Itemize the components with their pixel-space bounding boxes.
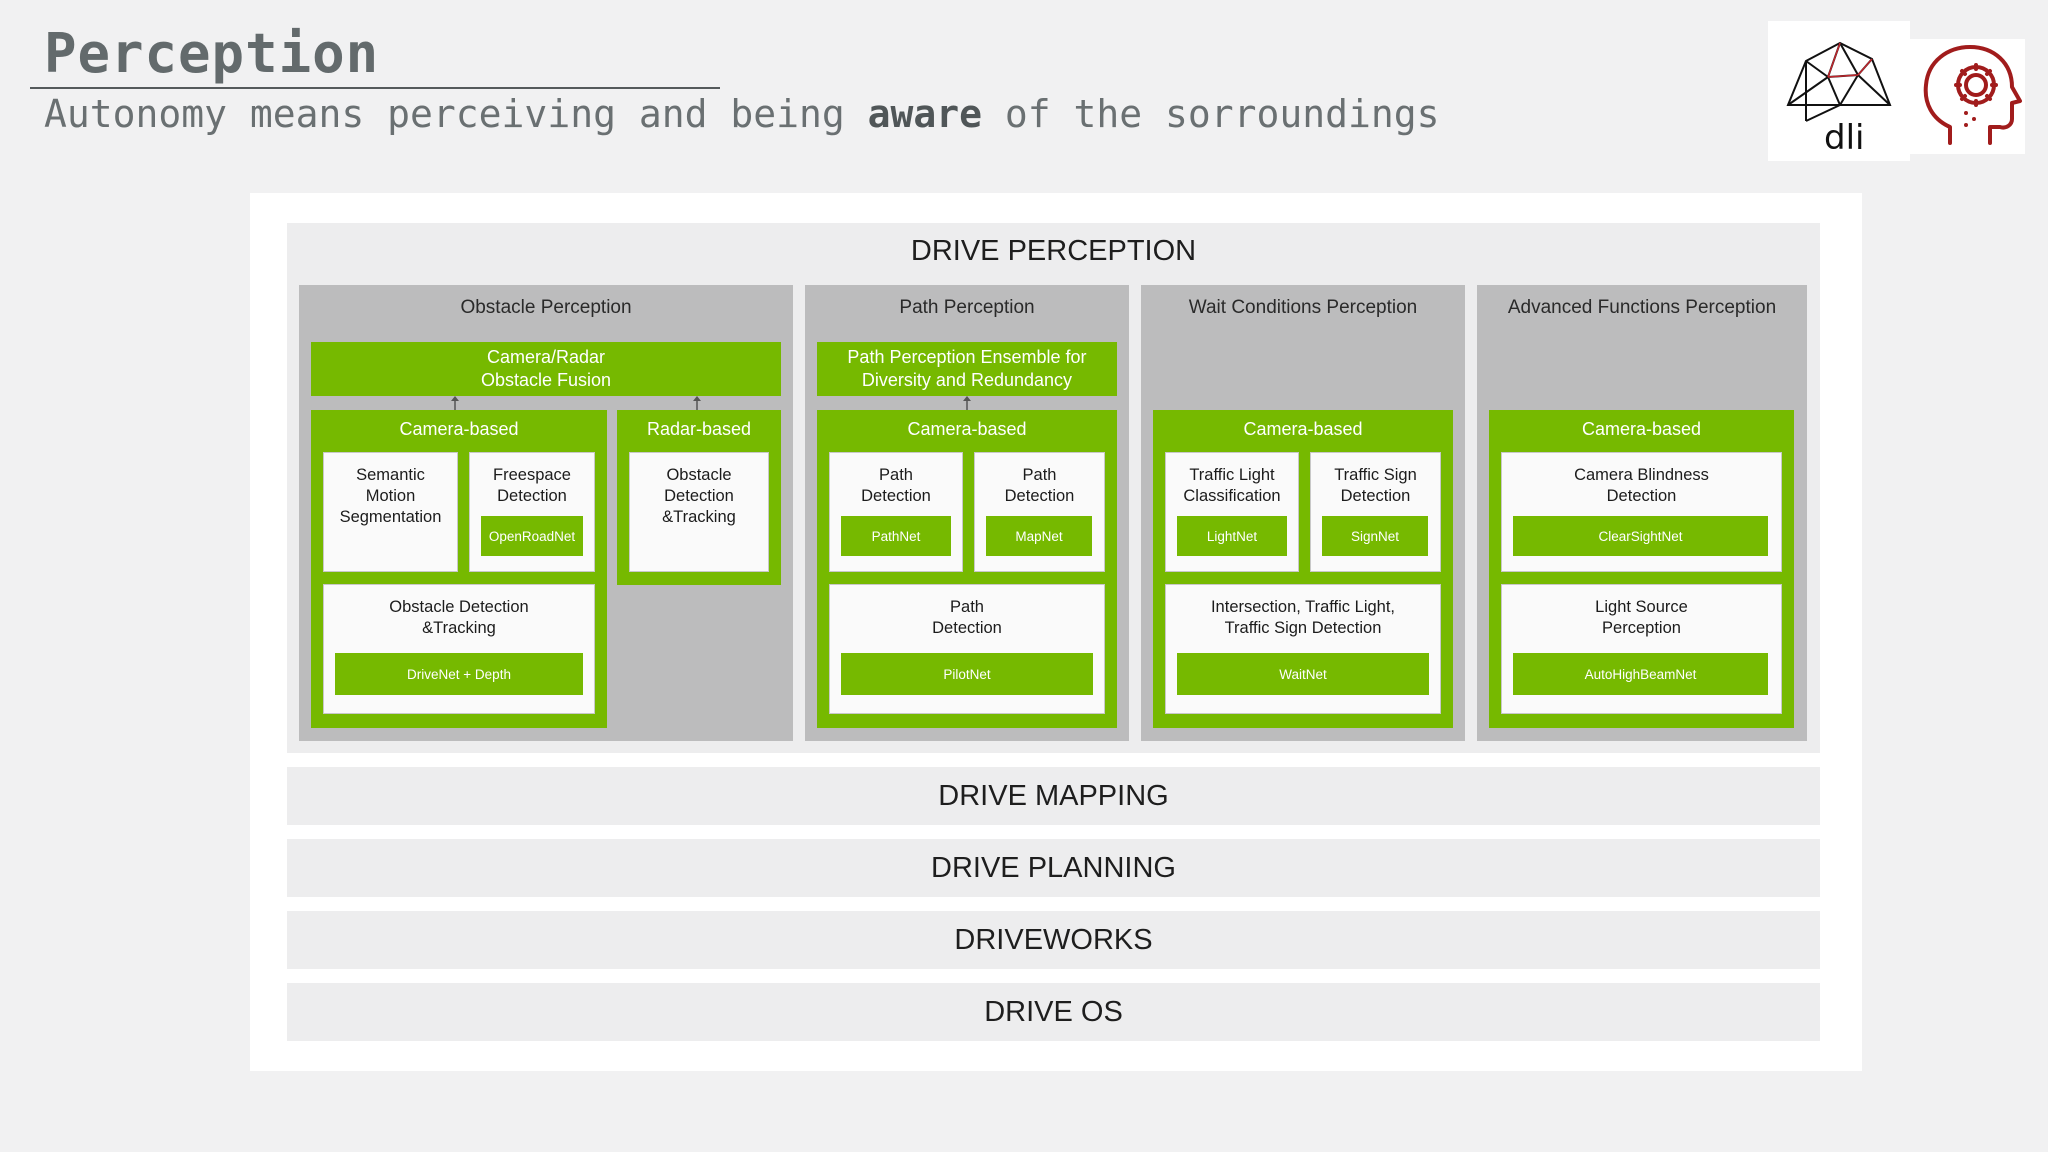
waitnet-chip: WaitNet	[1177, 653, 1429, 695]
subtitle-text-before: Autonomy means perceiving and being	[44, 92, 868, 136]
wait-conditions-column: Wait Conditions Perception Camera-based …	[1141, 285, 1465, 741]
path-perception-title: Path Perception	[899, 297, 1035, 318]
traffic-light-classification-box: Traffic Light Classification LightNet	[1165, 452, 1299, 572]
subtitle-emphasis: aware	[867, 92, 982, 136]
camera-radar-fusion-bar: Camera/Radar Obstacle Fusion	[311, 342, 781, 396]
obstacle-detection-tracking-label: Obstacle Detection &Tracking	[389, 598, 529, 637]
camera-blindness-detection-label: Camera Blindness Detection	[1574, 466, 1709, 505]
obstacle-perception-column: Obstacle Perception Camera/Radar Obstacl…	[299, 285, 793, 741]
traffic-light-classification-label: Traffic Light Classification	[1183, 466, 1281, 505]
path-perception-column: Path Perception Path Perception Ensemble…	[805, 285, 1129, 741]
pilotnet-chip: PilotNet	[841, 653, 1093, 695]
intersection-detection-box: Intersection, Traffic Light, Traffic Sig…	[1165, 584, 1441, 714]
freespace-detection-box: Freespace Detection OpenRoadNet	[469, 452, 595, 572]
radar-obstacle-detection-label: Obstacle Detection &Tracking	[662, 466, 736, 526]
camera-based-title: Camera-based	[1243, 419, 1363, 439]
camera-based-title: Camera-based	[399, 419, 519, 439]
drive-planning-layer: DRIVE PLANNING	[287, 839, 1820, 897]
arrow-up-icon	[692, 396, 702, 410]
page-title: Perception	[44, 22, 380, 85]
path-detection-box-2: Path Detection MapNet	[974, 452, 1105, 572]
drivenet-depth-chip: DriveNet + Depth	[335, 653, 583, 695]
path-detection-box-1: Path Detection PathNet	[829, 452, 963, 572]
arrow-up-icon	[962, 396, 972, 410]
diagram-frame: DRIVE PERCEPTION Obstacle Perception Cam…	[250, 193, 1862, 1071]
autohighbeamnet-chip: AutoHighBeamNet	[1513, 653, 1768, 695]
radar-based-panel: Radar-based Obstacle Detection &Tracking	[617, 410, 781, 585]
dli-logo: dli	[1768, 21, 1910, 161]
path-detection-label: Path Detection	[932, 598, 1002, 637]
driveworks-layer: DRIVEWORKS	[287, 911, 1820, 969]
drive-os-layer: DRIVE OS	[287, 983, 1820, 1041]
arrow-up-icon	[450, 396, 460, 410]
radar-based-title: Radar-based	[646, 419, 752, 439]
advanced-camera-based-panel: Camera-based Camera Blindness Detection …	[1489, 410, 1794, 728]
page-subtitle: Autonomy means perceiving and being awar…	[44, 92, 1440, 136]
wait-conditions-title: Wait Conditions Perception	[1188, 297, 1418, 318]
advanced-functions-column: Advanced Functions Perception Camera-bas…	[1477, 285, 1807, 741]
lightnet-chip: LightNet	[1177, 516, 1287, 556]
path-ensemble-bar: Path Perception Ensemble for Diversity a…	[817, 342, 1117, 396]
path-detection-label: Path Detection	[861, 466, 931, 505]
freespace-detection-label: Freespace Detection	[493, 466, 571, 505]
traffic-sign-detection-box: Traffic Sign Detection SignNet	[1310, 452, 1441, 572]
semantic-motion-segmentation-label: Semantic Motion Segmentation	[339, 466, 442, 526]
wait-camera-based-panel: Camera-based Traffic Light Classificatio…	[1153, 410, 1453, 728]
subtitle-text-after: of the sorroundings	[982, 92, 1440, 136]
head-gear-icon	[1923, 45, 2022, 145]
path-detection-box-3: Path Detection PilotNet	[829, 584, 1105, 714]
advanced-functions-title: Advanced Functions Perception	[1507, 297, 1777, 318]
drive-perception-title: DRIVE PERCEPTION	[910, 235, 1197, 267]
mapnet-chip: MapNet	[986, 516, 1092, 556]
svg-text:dli: dli	[1824, 118, 1864, 158]
camera-blindness-detection-box: Camera Blindness Detection ClearSightNet	[1501, 452, 1782, 572]
drive-mapping-layer: DRIVE MAPPING	[287, 767, 1820, 825]
brain-gear-logo	[1910, 39, 2025, 154]
path-camera-based-panel: Camera-based Path Detection PathNet Path…	[817, 410, 1117, 728]
signnet-chip: SignNet	[1322, 516, 1428, 556]
radar-obstacle-detection-box: Obstacle Detection &Tracking	[629, 452, 769, 572]
drive-perception-panel: DRIVE PERCEPTION Obstacle Perception Cam…	[287, 223, 1820, 753]
semantic-motion-segmentation-box: Semantic Motion Segmentation	[323, 452, 458, 572]
obstacle-detection-tracking-box: Obstacle Detection &Tracking DriveNet + …	[323, 584, 595, 714]
intersection-detection-label: Intersection, Traffic Light, Traffic Sig…	[1210, 598, 1396, 637]
title-underline	[30, 87, 720, 89]
path-detection-label: Path Detection	[1004, 466, 1075, 505]
clearsightnet-chip: ClearSightNet	[1513, 516, 1768, 556]
dli-polyhedron-icon: dli	[1786, 41, 1892, 158]
traffic-sign-detection-label: Traffic Sign Detection	[1334, 466, 1417, 505]
openroadnet-chip: OpenRoadNet	[481, 516, 583, 556]
obstacle-perception-title: Obstacle Perception	[460, 297, 632, 318]
camera-based-title: Camera-based	[907, 419, 1027, 439]
camera-based-title: Camera-based	[1581, 419, 1702, 439]
light-source-perception-box: Light Source Perception AutoHighBeamNet	[1501, 584, 1782, 714]
light-source-perception-label: Light Source Perception	[1595, 598, 1688, 637]
obstacle-camera-based-panel: Camera-based Semantic Motion Segmentatio…	[311, 410, 607, 728]
pathnet-chip: PathNet	[841, 516, 951, 556]
